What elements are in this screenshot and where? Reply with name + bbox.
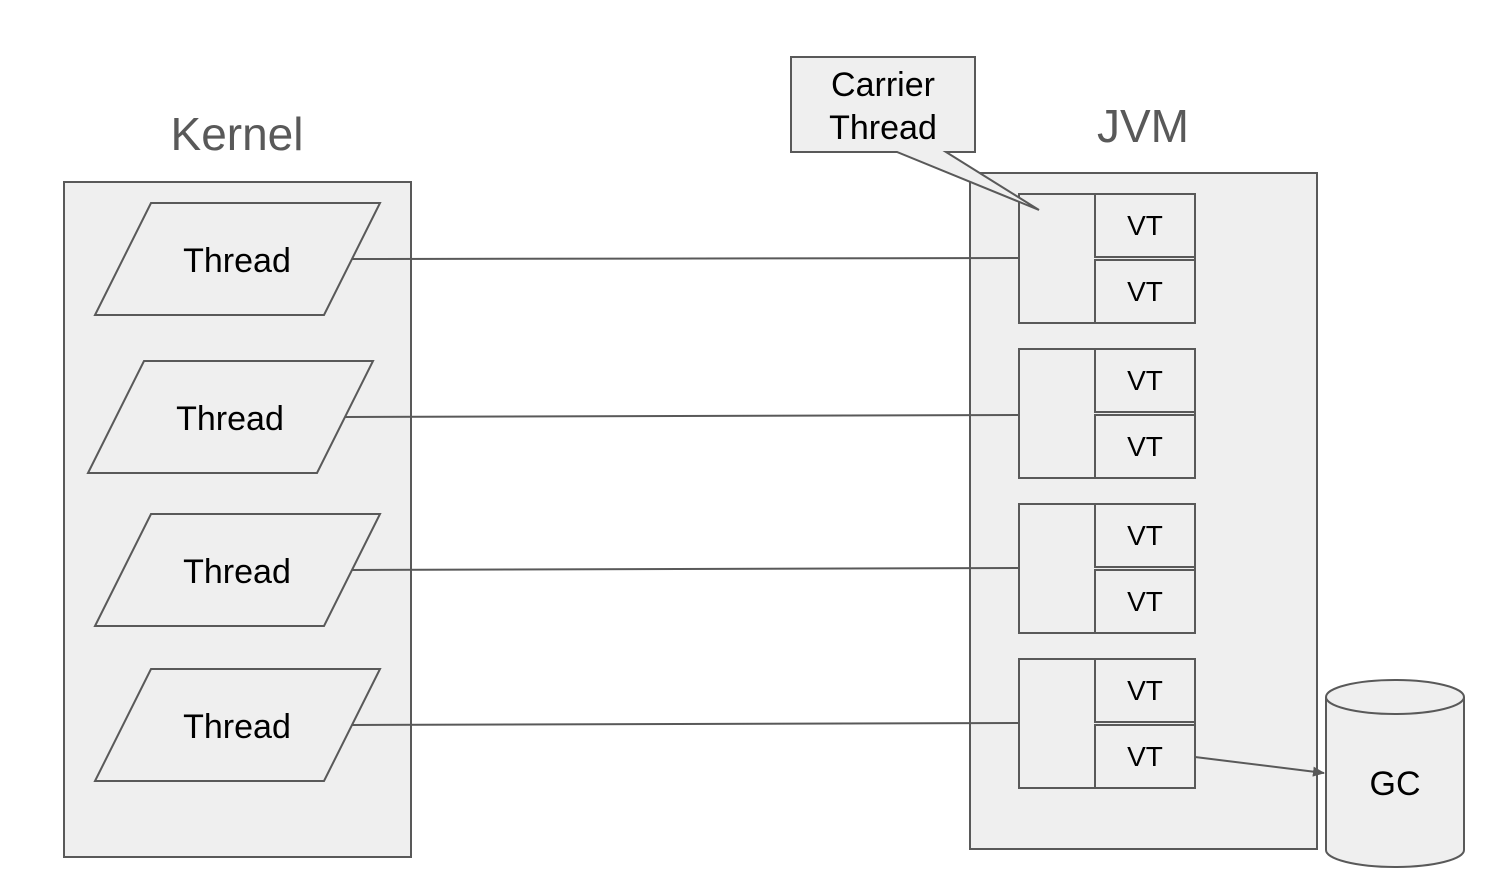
virtual-thread-box — [1094, 724, 1196, 789]
gc-cylinder: GC — [1325, 679, 1465, 868]
callout-line: Thread — [829, 109, 937, 147]
virtual-thread-box — [1094, 193, 1196, 258]
callout-line: Carrier — [831, 66, 935, 104]
kernel-thread: Thread — [86, 360, 375, 474]
kernel-threads: Thread Thread Thread Thread — [86, 202, 382, 782]
kernel-thread-label: Thread — [183, 553, 291, 591]
kernel-thread-shape — [86, 360, 375, 474]
connector-line — [344, 414, 1020, 418]
virtual-thread-box — [1094, 414, 1196, 479]
virtual-thread-box — [1094, 348, 1196, 413]
jvm-title: JVM — [1097, 100, 1189, 152]
gc-cylinder-body — [1325, 697, 1465, 868]
connector-line — [351, 257, 1020, 260]
gc-cylinder-top — [1325, 679, 1465, 715]
virtual-thread-box — [1094, 658, 1196, 723]
vt-to-gc-arrow — [1194, 756, 1325, 777]
virtual-thread-label: VT — [1127, 276, 1163, 307]
kernel-thread: Thread — [93, 513, 382, 627]
kernel-thread-label: Thread — [183, 242, 291, 280]
carrier-thread: VT VT — [1018, 658, 1196, 789]
kernel-thread: Thread — [93, 202, 382, 316]
virtual-thread-box — [1094, 503, 1196, 568]
virtual-thread-label: VT — [1127, 431, 1163, 462]
carrier-thread-callout: Carrier Thread — [790, 56, 1040, 211]
kernel-thread-label: Thread — [176, 400, 284, 438]
carrier-thread: VT VT — [1018, 503, 1196, 634]
kernel-thread-shape — [93, 513, 382, 627]
virtual-thread-box — [1094, 259, 1196, 324]
kernel-thread: Thread — [93, 668, 382, 782]
gc-label: GC — [1370, 765, 1421, 803]
virtual-thread-label: VT — [1127, 365, 1163, 396]
callout-shape — [790, 56, 1040, 211]
jvm-group: JVM VT VT VT VT VT VT — [969, 100, 1318, 850]
kernel-thread-shape — [93, 202, 382, 316]
kernel-title: Kernel — [171, 108, 304, 160]
virtual-thread-box — [1094, 569, 1196, 634]
kernel-thread-label: Thread — [183, 708, 291, 746]
connector-line — [351, 567, 1020, 571]
kernel-group: Kernel Thread Thread Thread Thread — [63, 108, 412, 858]
carrier-thread: VT VT — [1018, 348, 1196, 479]
virtual-thread-label: VT — [1127, 520, 1163, 551]
kernel-thread-shape — [93, 668, 382, 782]
thread-connectors — [344, 257, 1020, 726]
virtual-thread-label: VT — [1127, 586, 1163, 617]
virtual-thread-label: VT — [1127, 741, 1163, 772]
virtual-thread-label: VT — [1127, 675, 1163, 706]
carrier-thread: VT VT — [1018, 193, 1196, 324]
virtual-thread-label: VT — [1127, 210, 1163, 241]
connector-line — [351, 722, 1020, 726]
